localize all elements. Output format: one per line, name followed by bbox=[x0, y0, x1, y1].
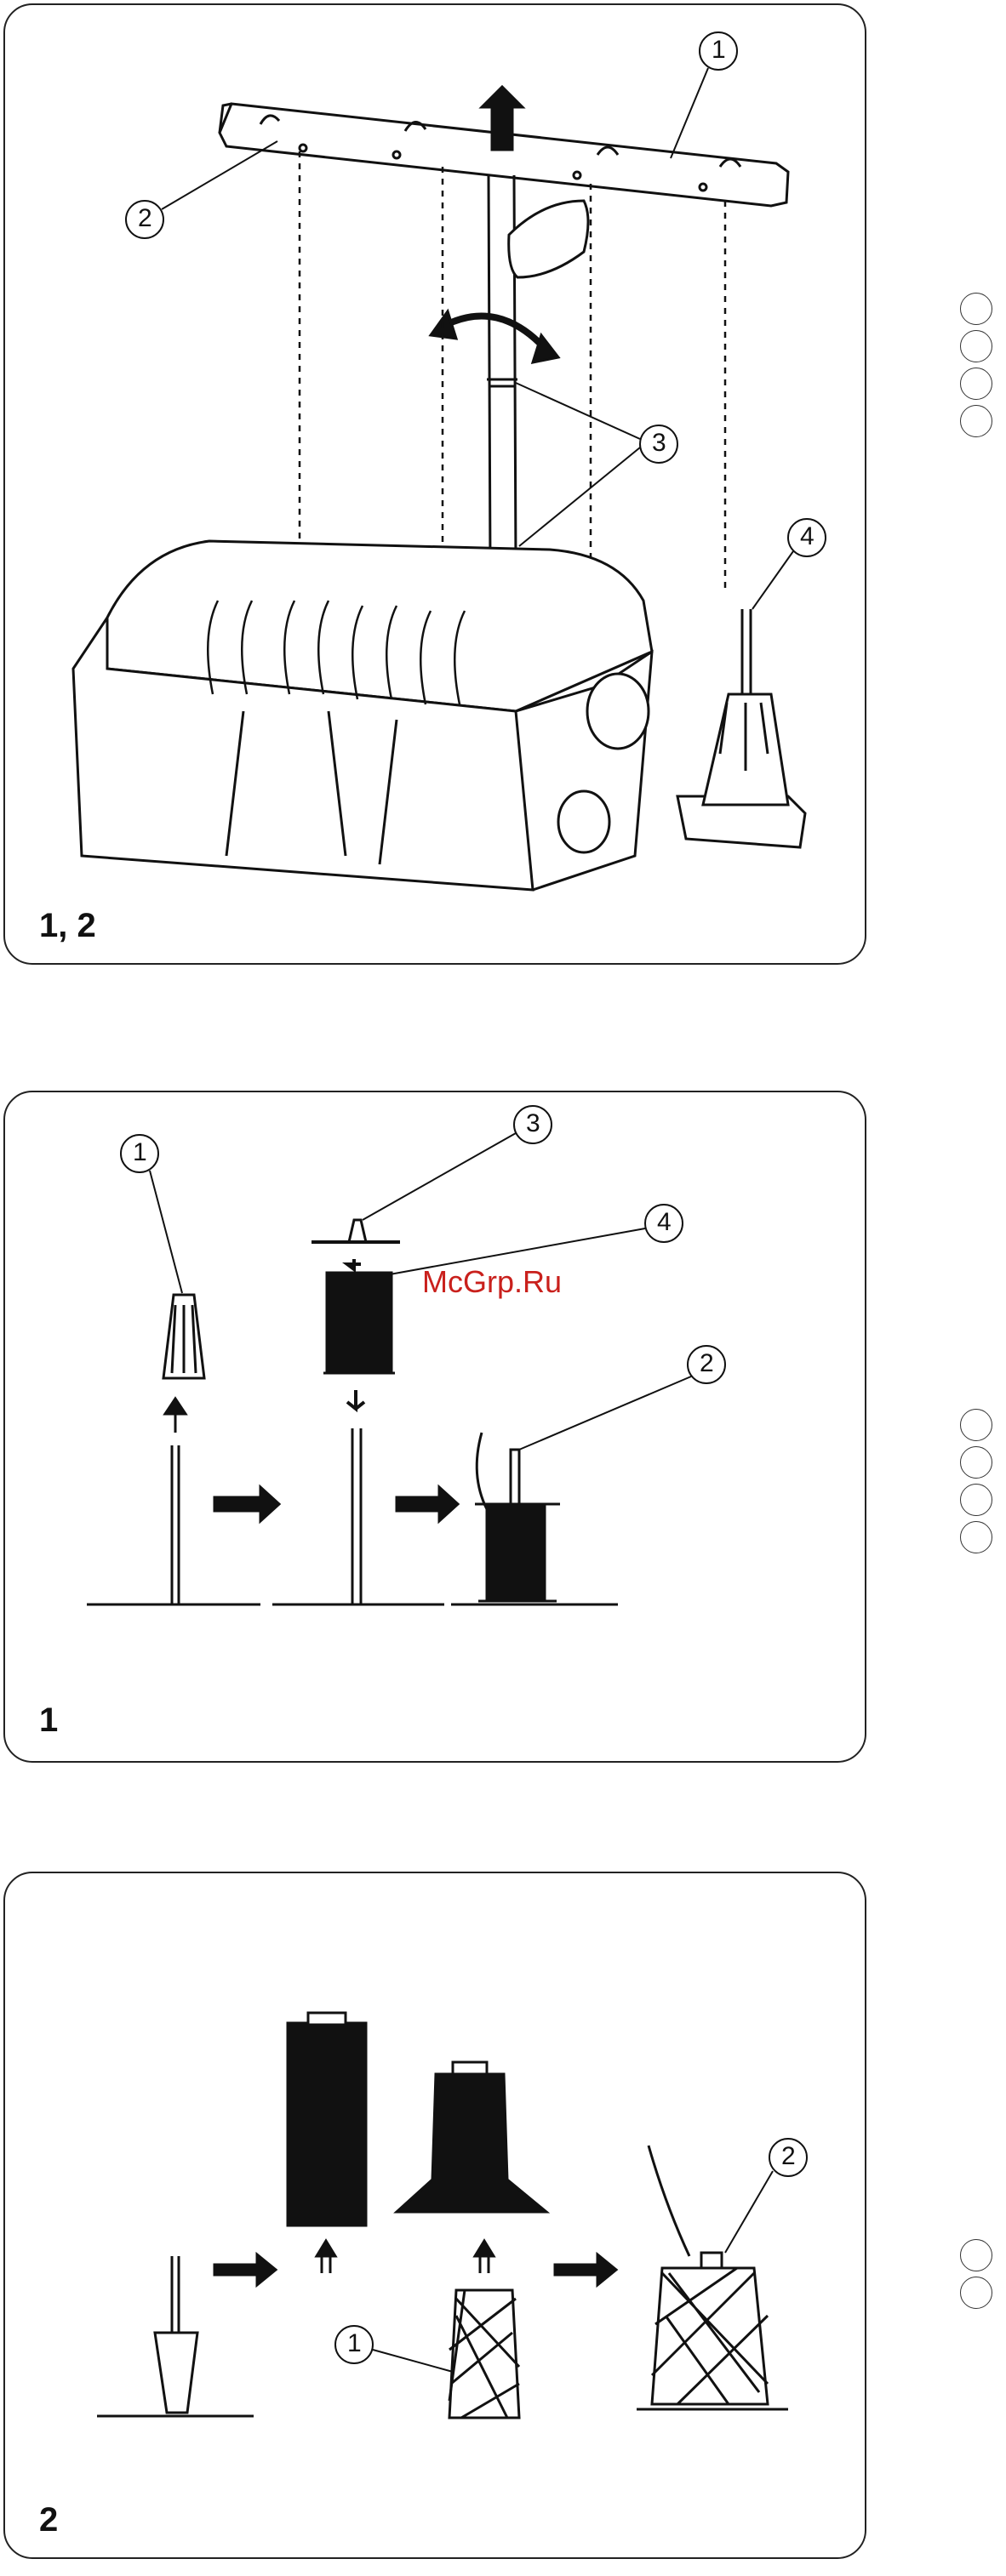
figure-label: 2 bbox=[39, 2501, 58, 2539]
callout-number: 1 bbox=[347, 2329, 362, 2358]
callout-number: 2 bbox=[781, 2142, 796, 2171]
callout-number: 1 bbox=[133, 1138, 147, 1167]
figure-label: 1, 2 bbox=[39, 907, 96, 945]
marker-circle bbox=[960, 405, 992, 437]
thread-stand-illustration bbox=[5, 5, 868, 966]
callout-number: 3 bbox=[652, 429, 666, 458]
figure-label: 1 bbox=[39, 1701, 58, 1740]
marker-circle bbox=[960, 1446, 992, 1479]
marker-circle bbox=[960, 368, 992, 400]
marker-circle bbox=[960, 293, 992, 325]
callout-number: 4 bbox=[800, 522, 815, 551]
side-marker-group bbox=[960, 2239, 992, 2309]
marker-circle bbox=[960, 2277, 992, 2309]
thread-net-illustration bbox=[5, 1873, 868, 2561]
watermark-text: McGrp.Ru bbox=[422, 1264, 562, 1300]
marker-circle bbox=[960, 2239, 992, 2271]
callout-number: 2 bbox=[700, 1349, 714, 1378]
marker-circle bbox=[960, 330, 992, 362]
spool-cap-illustration bbox=[5, 1092, 868, 1764]
callout-number: 1 bbox=[712, 36, 726, 65]
marker-circle bbox=[960, 1409, 992, 1441]
callout-number: 2 bbox=[138, 204, 152, 233]
figure-panel-2: 1 2 2 bbox=[3, 1872, 866, 2559]
side-marker-group bbox=[960, 1409, 992, 1553]
side-marker-group bbox=[960, 293, 992, 437]
marker-circle bbox=[960, 1484, 992, 1516]
callout-number: 4 bbox=[657, 1208, 672, 1237]
marker-circle bbox=[960, 1521, 992, 1553]
figure-panel-1: 1 2 3 4 1 bbox=[3, 1091, 866, 1763]
figure-panel-1-2: 1 2 3 4 1, 2 bbox=[3, 3, 866, 965]
callout-number: 3 bbox=[526, 1109, 540, 1138]
